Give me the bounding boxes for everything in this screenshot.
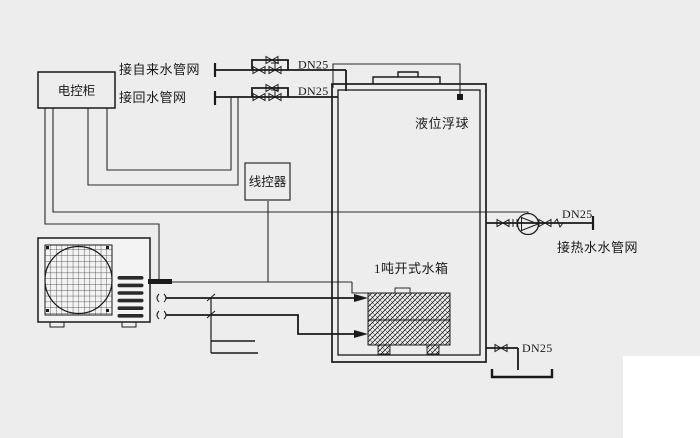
vent-slats — [117, 276, 144, 318]
condensate-drain — [206, 293, 258, 354]
fan-grille — [44, 244, 113, 316]
dn25-tap-label: DN25 — [298, 58, 329, 72]
wire-controller-line — [172, 201, 370, 294]
coil-leg — [426, 344, 440, 355]
pipes — [166, 59, 595, 379]
unit-foot — [121, 321, 137, 328]
valve-icon — [252, 92, 266, 102]
flow-arrow-icon — [354, 330, 368, 338]
wire-controller-label: 线控器 — [249, 175, 287, 189]
flex-joint-icon — [553, 217, 564, 229]
control-cabinet-label: 电控柜 — [58, 84, 96, 98]
control-cabinet: 电控柜 — [37, 71, 116, 109]
pipe-drain — [486, 347, 519, 370]
grille-bolts — [46, 246, 109, 312]
pipe-heatpump-return — [166, 314, 354, 335]
tank-lid — [372, 76, 441, 84]
coil-block — [367, 292, 451, 346]
bypass-valve-icon — [265, 83, 279, 93]
pipe-return-water — [215, 87, 338, 98]
wire-cabinet-outer-u — [87, 97, 239, 186]
hot-water-label: 接热水水管网 — [557, 240, 638, 255]
tap-water-label: 接自来水管网 — [119, 62, 200, 77]
tank-label: 1吨开式水箱 — [374, 261, 449, 276]
float-ball-icon — [457, 94, 463, 100]
white-patch — [623, 356, 700, 438]
valve-icon — [494, 343, 508, 353]
valves — [252, 55, 564, 353]
wire-cabinet-to-heatpump — [44, 108, 160, 279]
pipe-union-icon — [156, 293, 167, 320]
wiring-terminal-bar — [148, 279, 172, 284]
valve-icon — [496, 218, 510, 228]
flow-arrow-icon — [354, 294, 368, 302]
wire-cabinet-inner-u — [106, 97, 232, 171]
dn25-hot-label: DN25 — [562, 207, 593, 221]
wire-controller-box — [244, 162, 291, 201]
wire-float-ball — [332, 63, 461, 94]
junction-tick-icon — [206, 293, 216, 319]
coil-leg — [377, 344, 391, 355]
drain-trough — [490, 369, 554, 379]
dn25-drain-label: DN25 — [522, 341, 553, 355]
heat-pump-unit — [37, 237, 172, 328]
valve-icon — [538, 218, 552, 228]
dn25-return-label: DN25 — [298, 84, 329, 98]
tank-inner-wall — [337, 89, 481, 356]
bypass-valve-icon — [265, 55, 279, 65]
strainer-icon — [268, 62, 282, 75]
tank-lid-handle — [397, 71, 419, 77]
control-cabinet-box — [37, 71, 116, 109]
fan-circle-icon — [44, 245, 113, 315]
float-ball-label: 液位浮球 — [415, 116, 469, 131]
return-water-label: 接回水管网 — [119, 90, 187, 105]
coil-lug — [394, 287, 411, 294]
wire-controller: 线控器 — [244, 162, 291, 201]
heating-coil — [367, 287, 451, 355]
pipe-tap-water — [215, 59, 347, 91]
unit-foot — [49, 321, 65, 328]
valve-icon — [252, 65, 266, 75]
